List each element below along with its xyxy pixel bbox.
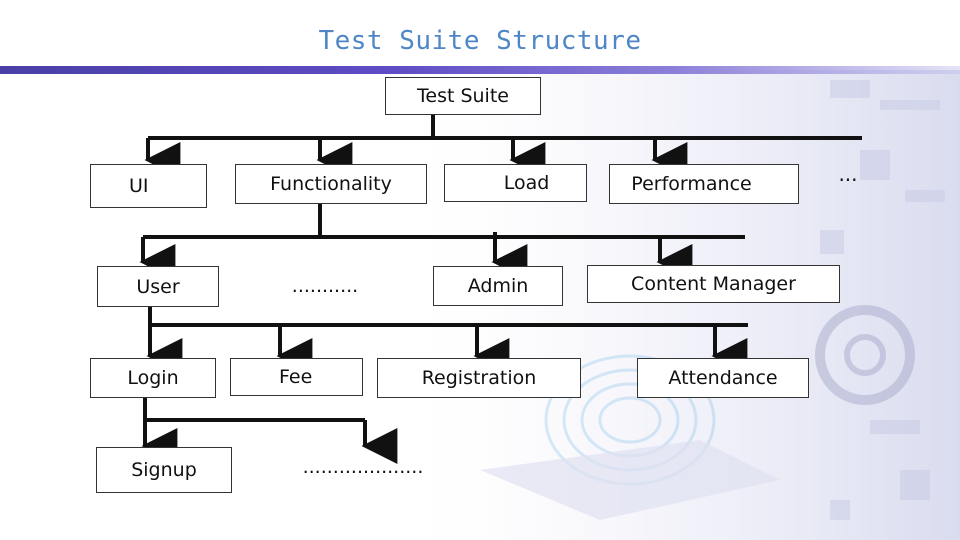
node-functionality: Functionality — [235, 164, 427, 204]
node-fee: Fee — [230, 358, 363, 396]
node-more-level4: .................... — [302, 456, 424, 478]
node-admin: Admin — [433, 266, 563, 306]
title-divider — [0, 66, 960, 74]
node-load: Load — [444, 164, 587, 202]
node-test-suite: Test Suite — [385, 77, 541, 115]
node-content-manager: Content Manager — [587, 265, 840, 303]
gear-icon — [815, 305, 915, 405]
node-user: User — [97, 266, 219, 307]
node-signup: Signup — [96, 447, 232, 493]
slide-title: Test Suite Structure — [318, 26, 642, 56]
node-performance: Performance — [609, 164, 799, 204]
node-more-level2: ........... — [291, 275, 359, 297]
node-attendance: Attendance — [637, 358, 809, 398]
node-login: Login — [90, 358, 216, 398]
node-more-level1: ... — [838, 162, 858, 186]
node-ui: UI — [90, 164, 207, 208]
node-registration: Registration — [377, 358, 581, 398]
